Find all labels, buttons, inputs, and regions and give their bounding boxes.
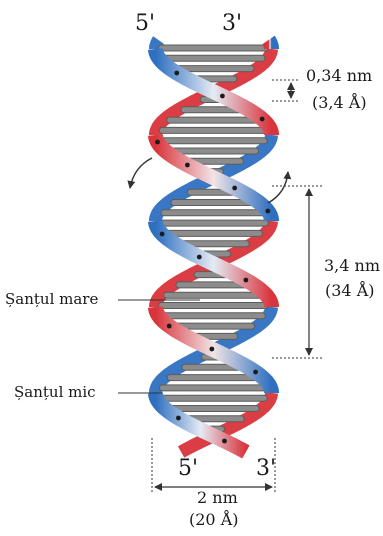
bottom-5-prime-label: 5' xyxy=(178,458,198,480)
top-5-prime-label: 5' xyxy=(135,13,155,35)
pitch-dimension xyxy=(272,186,322,358)
pitch-angstrom-label: (34 Å) xyxy=(325,283,374,299)
rise-angstrom-label: (3,4 Å) xyxy=(312,95,367,111)
phosphate-dot xyxy=(222,439,227,444)
phosphate-dot xyxy=(155,140,160,145)
phosphate-dot xyxy=(160,232,165,237)
rise-dimension xyxy=(272,80,300,101)
rise-nm-label: 0,34 nm xyxy=(306,68,372,84)
phosphate-dot xyxy=(232,186,237,191)
phosphate-dot xyxy=(185,163,190,168)
bottom-3-prime-label: 3' xyxy=(256,458,276,480)
dna-helix xyxy=(155,40,271,452)
phosphate-dot xyxy=(220,94,225,99)
width-angstrom-label: (20 Å) xyxy=(189,512,238,528)
pitch-nm-label: 3,4 nm xyxy=(324,258,380,274)
rotation-arrow-left xyxy=(130,158,152,188)
phosphate-dot xyxy=(174,71,179,76)
minor-groove-label: Șanțul mic xyxy=(14,385,96,400)
phosphate-dot xyxy=(167,324,172,329)
rotation-arrow-right xyxy=(268,172,288,203)
phosphate-dot xyxy=(265,209,270,214)
phosphate-dot xyxy=(197,255,202,260)
top-3-prime-label: 3' xyxy=(222,13,242,35)
phosphate-dot xyxy=(209,347,214,352)
major-groove-label: Șanțul mare xyxy=(5,292,98,307)
phosphate-dot xyxy=(176,416,181,421)
phosphate-dot xyxy=(260,117,265,122)
width-nm-label: 2 nm xyxy=(197,490,238,506)
phosphate-dot xyxy=(243,278,248,283)
phosphate-dot xyxy=(253,370,258,375)
red-strand-front-segment xyxy=(269,40,272,49)
